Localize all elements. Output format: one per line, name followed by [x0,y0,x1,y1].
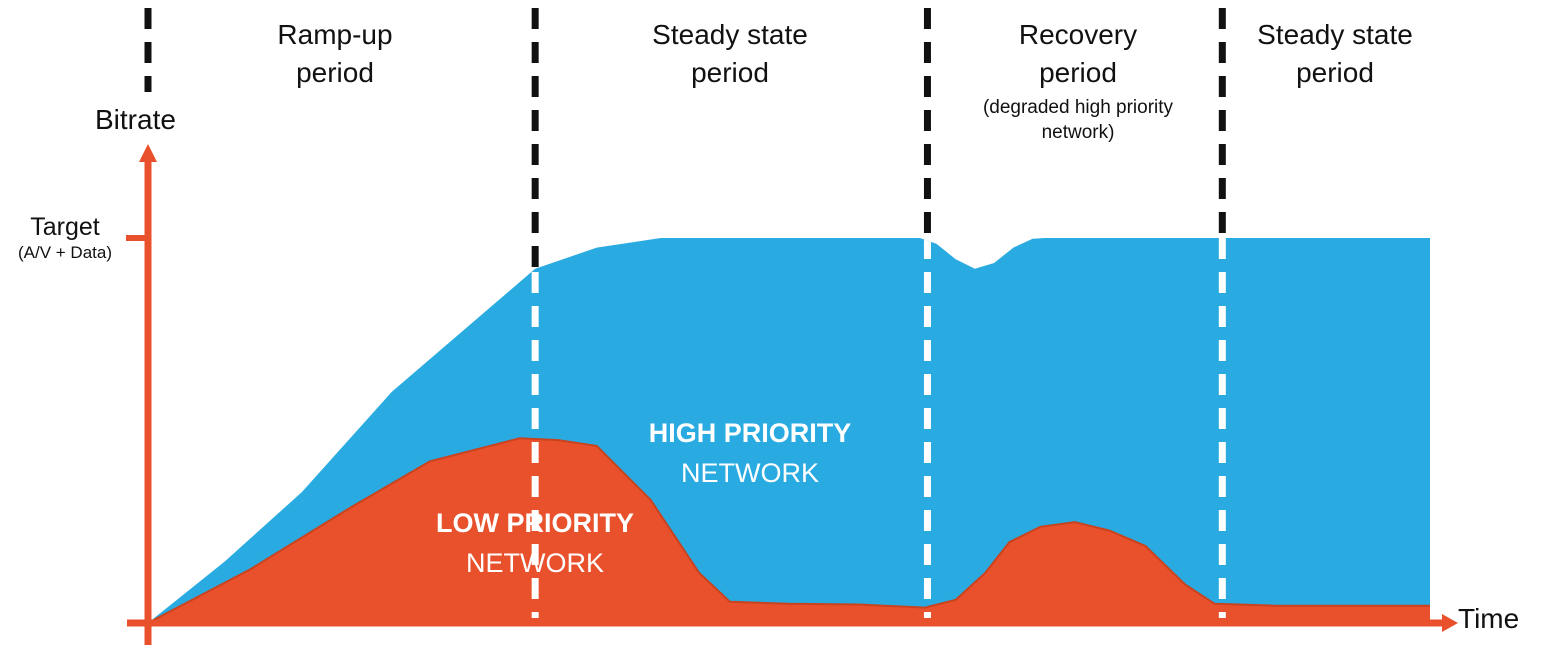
target-label: Target (A/V + Data) [0,212,130,264]
x-axis-arrowhead [1442,614,1458,632]
period-label-ramp-up: Ramp-up period [277,19,393,88]
high-priority-network-label: HIGH PRIORITY NETWORK [648,418,852,488]
period-label-recovery-sub: (degraded high priority network) [982,97,1174,143]
y-axis-arrowhead [139,144,157,162]
period-label-steady-state-1: Steady state period [652,19,808,88]
x-axis-label: Time [1458,603,1520,634]
low-priority-network-label: LOW PRIORITY NETWORK [436,508,634,578]
period-label-recovery: Recovery period (degraded high priority … [938,16,1218,145]
y-axis-label: Bitrate [95,104,176,135]
target-label-main: Target [30,213,100,241]
target-label-sub: (A/V + Data) [17,243,112,262]
period-label-steady-state-2: Steady state period [1257,19,1413,88]
low-priority-area [148,438,1430,623]
low-priority-area-edge [147,437,1430,624]
